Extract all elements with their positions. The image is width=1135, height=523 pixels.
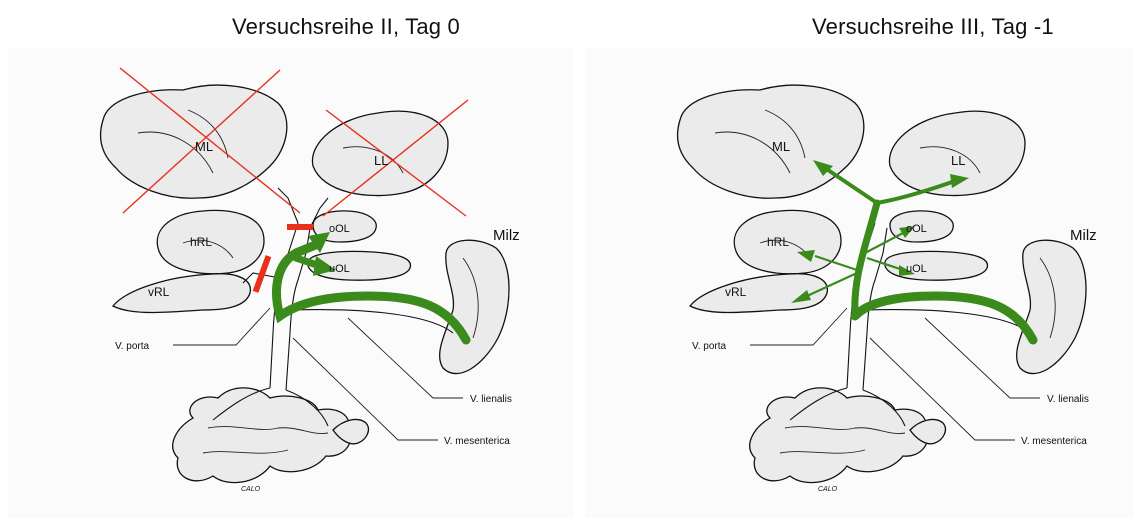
label-ool: oOL	[329, 223, 350, 235]
label-v-mesenterica: V. mesenterica	[444, 436, 510, 447]
label-ml: ML	[195, 139, 213, 154]
label-milz: Milz	[493, 227, 520, 244]
label-v-porta: V. porta	[692, 341, 727, 352]
label-v-mesenterica: V. mesenterica	[1021, 436, 1087, 447]
label-hrl: hRL	[190, 235, 212, 249]
label-vrl: vRL	[148, 285, 170, 299]
label-ll: LL	[374, 153, 388, 168]
label-ll: LL	[951, 153, 965, 168]
title-left: Versuchsreihe II, Tag 0	[232, 14, 460, 40]
liver-diagram-left: ML LL hRL vRL oOL uOL Milz V. porta V. l…	[8, 48, 573, 518]
label-vrl: vRL	[725, 285, 747, 299]
ligation-bar-top	[287, 224, 313, 230]
label-uol: uOL	[329, 263, 350, 275]
label-hrl: hRL	[767, 235, 789, 249]
label-v-lienalis: V. lienalis	[1047, 394, 1089, 405]
label-ool: oOL	[906, 223, 927, 235]
label-v-porta: V. porta	[115, 341, 150, 352]
artist-signature: CALO	[241, 486, 261, 493]
label-milz: Milz	[1070, 227, 1097, 244]
label-ml: ML	[772, 139, 790, 154]
label-v-lienalis: V. lienalis	[470, 394, 512, 405]
label-uol: uOL	[906, 263, 927, 275]
artist-signature: CALO	[818, 486, 838, 493]
liver-diagram-right: ML LL hRL vRL oOL uOL Milz V. porta V. l…	[585, 48, 1133, 518]
title-right: Versuchsreihe III, Tag -1	[812, 14, 1054, 40]
